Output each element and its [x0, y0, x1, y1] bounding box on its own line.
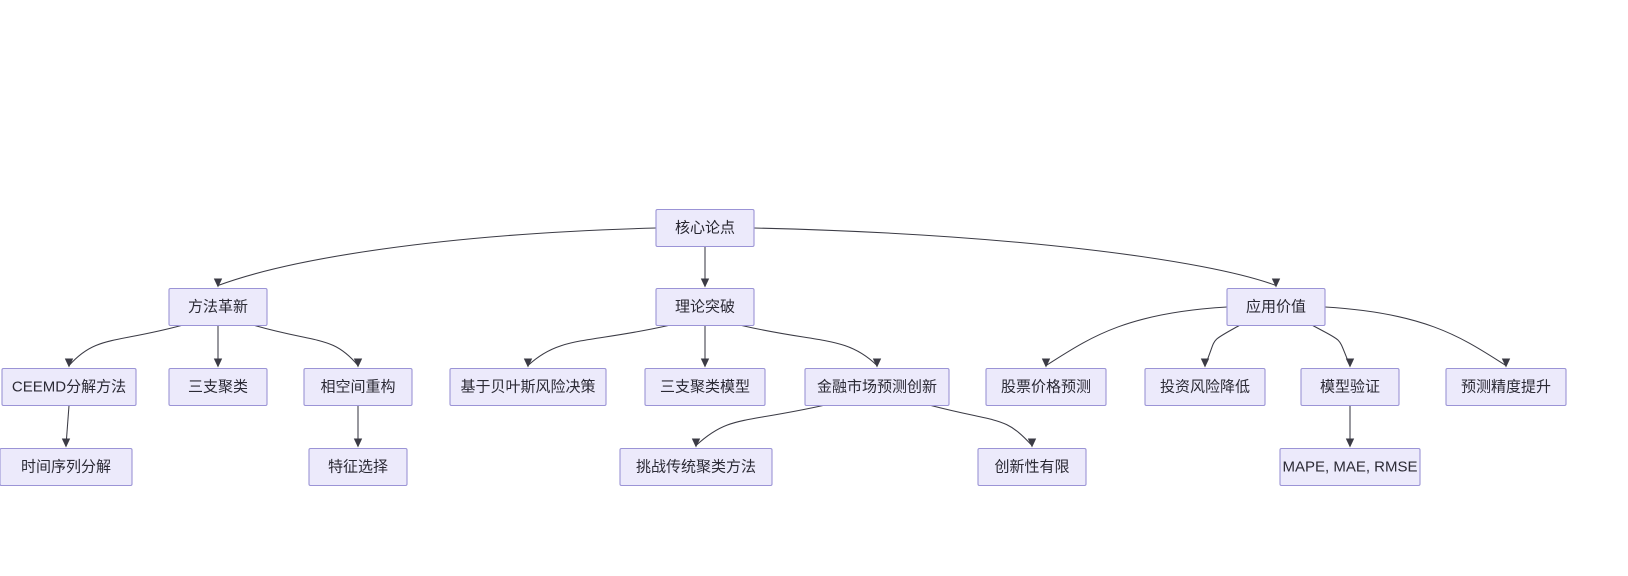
edge-arrowhead — [213, 278, 223, 288]
flow-node-d5[interactable]: MAPE, MAE, RMSE — [1279, 447, 1421, 487]
edge-arrowhead — [700, 358, 710, 368]
edge-arrowhead — [61, 438, 71, 448]
node-label: 投资风险降低 — [1160, 378, 1250, 395]
node-label: 方法革新 — [188, 298, 248, 315]
flow-node-d2[interactable]: 特征选择 — [308, 447, 408, 487]
node-box[interactable] — [1226, 287, 1326, 327]
node-box[interactable] — [1, 367, 137, 407]
flow-node-d1[interactable]: 时间序列分解 — [0, 447, 133, 487]
node-box[interactable] — [1300, 367, 1400, 407]
node-label: 相空间重构 — [320, 378, 395, 395]
flow-node-d3[interactable]: 挑战传统聚类方法 — [619, 447, 773, 487]
flow-node-c10[interactable]: 预测精度提升 — [1445, 367, 1567, 407]
node-box[interactable] — [985, 367, 1107, 407]
node-label: 基于贝叶斯风险决策 — [460, 378, 595, 395]
node-label: 创新性有限 — [994, 458, 1069, 475]
edge-arrowhead — [523, 358, 533, 368]
edge-arrowhead — [1027, 438, 1037, 448]
flow-edge — [254, 324, 359, 366]
node-box[interactable] — [303, 367, 413, 407]
flow-node-root[interactable]: 核心论点 — [655, 208, 755, 248]
flow-node-c9[interactable]: 模型验证 — [1300, 367, 1400, 407]
flow-node-b1[interactable]: 方法革新 — [168, 287, 268, 327]
node-label: 三支聚类 — [188, 378, 248, 395]
flow-edge — [527, 324, 669, 366]
node-box[interactable] — [1144, 367, 1266, 407]
node-box[interactable] — [655, 287, 755, 327]
edge-arrowhead — [1501, 358, 1511, 368]
flow-node-c3[interactable]: 相空间重构 — [303, 367, 413, 407]
node-box[interactable] — [168, 367, 268, 407]
edge-arrowhead — [1345, 438, 1355, 448]
flow-node-c2[interactable]: 三支聚类 — [168, 367, 268, 407]
node-label: 模型验证 — [1320, 378, 1380, 395]
flow-node-b3[interactable]: 应用价值 — [1226, 287, 1326, 327]
edge-arrowhead — [213, 358, 223, 368]
node-label: 时间序列分解 — [21, 458, 111, 475]
flow-node-c1[interactable]: CEEMD分解方法 — [1, 367, 137, 407]
flow-edge — [1324, 306, 1507, 366]
flow-node-c6[interactable]: 金融市场预测创新 — [804, 367, 950, 407]
node-box[interactable] — [1279, 447, 1421, 487]
edge-arrowhead — [64, 358, 74, 368]
node-label: 特征选择 — [328, 458, 388, 475]
node-label: 核心论点 — [675, 219, 735, 236]
node-box[interactable] — [1445, 367, 1567, 407]
edge-arrowhead — [1271, 278, 1281, 288]
node-label: MAPE, MAE, RMSE — [1282, 458, 1417, 475]
edge-arrowhead — [353, 358, 363, 368]
node-label: 挑战传统聚类方法 — [636, 458, 756, 475]
node-box[interactable] — [655, 208, 755, 248]
node-label: CEEMD分解方法 — [12, 378, 126, 395]
node-label: 理论突破 — [675, 298, 735, 315]
edge-arrowhead — [1345, 358, 1355, 368]
flow-edge — [930, 404, 1033, 446]
flow-edge — [68, 324, 182, 366]
node-label: 金融市场预测创新 — [817, 378, 937, 395]
node-label: 应用价值 — [1246, 297, 1306, 315]
node-box[interactable] — [449, 367, 607, 407]
flow-node-c7[interactable]: 股票价格预测 — [985, 367, 1107, 407]
edge-arrowhead — [691, 438, 701, 448]
flow-edge — [741, 324, 878, 366]
flow-node-b2[interactable]: 理论突破 — [655, 287, 755, 327]
flow-node-d4[interactable]: 创新性有限 — [977, 447, 1087, 487]
flow-edge — [217, 227, 657, 286]
node-box[interactable] — [619, 447, 773, 487]
node-box[interactable] — [804, 367, 950, 407]
edge-arrowhead — [872, 358, 882, 368]
node-box[interactable] — [168, 287, 268, 327]
edge-arrowhead — [1041, 358, 1051, 368]
edge-arrowhead — [700, 278, 710, 288]
node-label: 股票价格预测 — [1001, 378, 1091, 395]
edge-arrowhead — [353, 438, 363, 448]
flow-edge — [1312, 325, 1351, 366]
flow-edge — [1204, 325, 1240, 366]
node-label: 预测精度提升 — [1461, 378, 1551, 395]
flow-node-c8[interactable]: 投资风险降低 — [1144, 367, 1266, 407]
flow-node-c4[interactable]: 基于贝叶斯风险决策 — [449, 367, 607, 407]
edges-layer — [61, 227, 1511, 448]
flow-edge — [695, 404, 824, 446]
node-label: 三支聚类模型 — [660, 378, 750, 395]
flow-edge — [1045, 306, 1228, 366]
node-box[interactable] — [644, 367, 766, 407]
edge-arrowhead — [1200, 358, 1210, 368]
node-box[interactable] — [308, 447, 408, 487]
node-box[interactable] — [0, 447, 133, 487]
flow-edge — [753, 227, 1277, 286]
node-box[interactable] — [977, 447, 1087, 487]
flow-node-c5[interactable]: 三支聚类模型 — [644, 367, 766, 407]
